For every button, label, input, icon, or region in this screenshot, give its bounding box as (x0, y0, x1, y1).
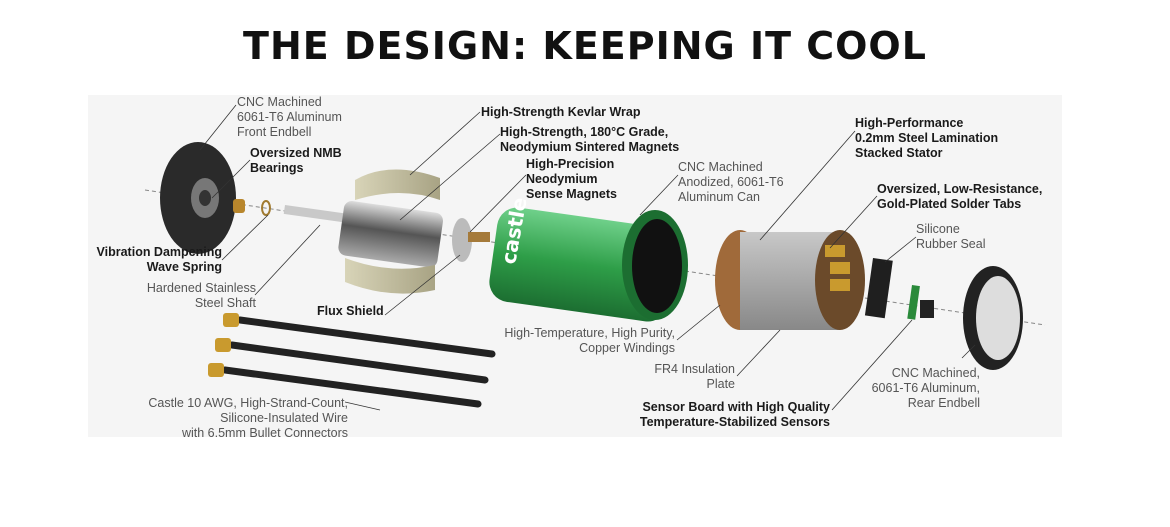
rotor (338, 201, 490, 268)
label-line: Neodymium Sintered Magnets (500, 140, 680, 154)
label-line: Sensor Board with High Quality (642, 400, 830, 414)
label-line: Oversized NMB (250, 146, 342, 160)
label-line: Temperature-Stabilized Sensors (639, 415, 830, 429)
label-line: Wave Spring (146, 260, 222, 274)
label-line: High-Performance (855, 116, 964, 130)
label-line: Copper Windings (579, 341, 675, 355)
label-line: Front Endbell (237, 125, 312, 139)
label-line: Oversized, Low-Resistance, (877, 182, 1043, 196)
wave-spring (261, 200, 271, 216)
kevlar-wrap-bottom (345, 258, 435, 294)
label-line: Stacked Stator (855, 146, 943, 160)
shaft (283, 205, 355, 224)
label-line: with 6.5mm Bullet Connectors (181, 426, 348, 440)
label-line: High-Strength Kevlar Wrap (481, 105, 641, 119)
label-line: Bearings (250, 161, 304, 175)
label-line: High-Temperature, High Purity, (504, 326, 675, 340)
label-line: Hardened Stainless (146, 281, 256, 295)
label-line: Vibration Dampening (96, 245, 222, 259)
label-line: High-Strength, 180°C Grade, (500, 125, 669, 139)
label-line: Sense Magnets (526, 187, 618, 201)
label-line: CNC Machined (678, 160, 763, 174)
label-rear-endbell: CNC Machined,6061-T6 Aluminum,Rear Endbe… (872, 366, 980, 411)
label-line: Rubber Seal (916, 237, 986, 251)
label-kevlar: High-Strength Kevlar Wrap (481, 105, 641, 120)
label-solder-tabs: Oversized, Low-Resistance,Gold-Plated So… (877, 182, 1042, 212)
label-line: Anodized, 6061-T6 (678, 175, 784, 189)
rear-endbell (963, 266, 1023, 370)
label-line: 6061-T6 Aluminum (237, 110, 342, 124)
label-wire: Castle 10 AWG, High-Strand-Count,Silicon… (148, 396, 348, 441)
front-endbell (160, 142, 236, 254)
label-line: Flux Shield (317, 304, 384, 318)
sensor-board (907, 285, 920, 320)
rubber-seal (864, 257, 893, 319)
bullet-connectors (208, 313, 239, 377)
label-line: Neodymium (526, 172, 598, 186)
label-line: Plate (706, 377, 736, 391)
label-line: 0.2mm Steel Lamination (855, 131, 999, 145)
label-windings: High-Temperature, High Purity,Copper Win… (504, 326, 675, 356)
motor-wires (221, 316, 496, 408)
stator (715, 230, 865, 330)
label-line: Silicone (916, 222, 960, 236)
leader-lines (199, 104, 976, 411)
label-line: Gold-Plated Solder Tabs (877, 197, 1022, 211)
bearing (233, 199, 245, 213)
label-magnets: High-Strength, 180°C Grade,Neodymium Sin… (500, 125, 679, 155)
label-line: Castle 10 AWG, High-Strand-Count, (148, 396, 348, 410)
page-title: THE DESIGN: KEEPING IT COOL (243, 24, 927, 68)
label-line: Steel Shaft (194, 296, 256, 310)
label-line: Silicone-Insulated Wire (220, 411, 348, 425)
label-line: High-Precision (526, 157, 615, 171)
label-flux-shield: Flux Shield (317, 304, 384, 319)
label-line: Aluminum Can (678, 190, 760, 204)
label-line: CNC Machined (237, 95, 322, 109)
aluminum-can: castle (489, 195, 688, 322)
label-line: FR4 Insulation (654, 362, 735, 376)
label-line: Rear Endbell (907, 396, 980, 410)
label-line: 6061-T6 Aluminum, (871, 381, 980, 395)
label-line: CNC Machined, (891, 366, 980, 380)
kevlar-wrap-top (355, 169, 440, 200)
